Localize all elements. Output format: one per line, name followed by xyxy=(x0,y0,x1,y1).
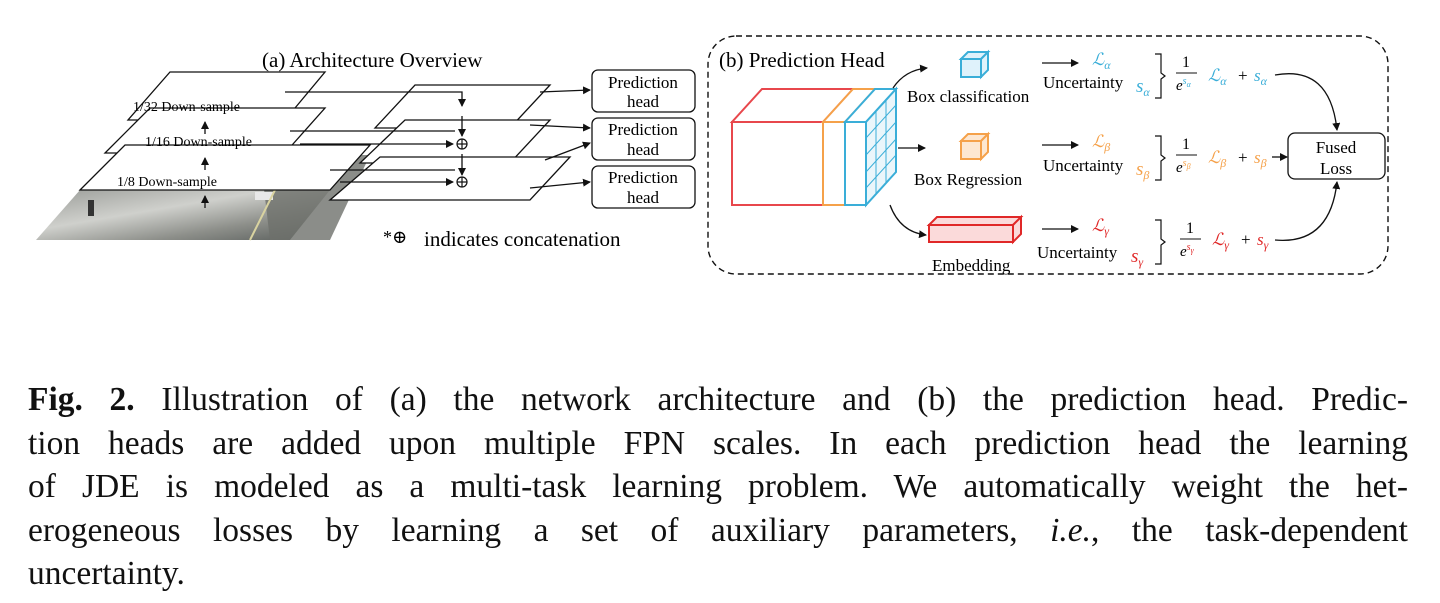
uncertainty-s-gamma: sγ xyxy=(1131,246,1143,269)
cube-icon-orange xyxy=(958,131,991,162)
svg-text:1: 1 xyxy=(1186,220,1194,237)
lateral-connections xyxy=(285,91,466,186)
prediction-head-label: head xyxy=(627,188,660,207)
brackets xyxy=(1155,53,1166,265)
head-arrows xyxy=(529,86,591,189)
fused-arrows xyxy=(1272,73,1341,241)
caption-line: erogeneous losses by learning a set of a… xyxy=(28,511,1018,549)
concat-icon xyxy=(456,138,468,188)
concat-note: indicates concatenation xyxy=(424,227,621,251)
prediction-head-1: Prediction head xyxy=(591,69,696,113)
prediction-head-label: Prediction xyxy=(608,120,678,139)
feature-volume xyxy=(729,86,899,208)
panel-b-title: (b) Prediction Head xyxy=(719,48,885,72)
caption-line: uncertainty. xyxy=(28,555,185,592)
svg-text:1: 1 xyxy=(1182,54,1190,71)
layer-label-16: 1/16 Down-sample xyxy=(145,135,252,150)
branch-label-embedding: Embedding xyxy=(932,256,1011,275)
formula-gamma: 1 esγ ℒγ + sγ xyxy=(1180,220,1269,260)
loss-alpha: ℒα xyxy=(1092,50,1111,72)
uncertainty-label: Uncertainty xyxy=(1037,243,1118,262)
svg-text:sβ: sβ xyxy=(1254,148,1267,170)
svg-text:ℒβ: ℒβ xyxy=(1208,148,1226,170)
embedding-bar-icon xyxy=(926,214,1024,245)
caption-italic: i.e. xyxy=(1050,511,1092,549)
layer-label-32: 1/32 Down-sample xyxy=(133,100,240,115)
panel-b-border xyxy=(707,35,1389,275)
fused-loss-box: Fused Loss xyxy=(1287,132,1386,180)
fpn-layers xyxy=(328,84,572,201)
loss-beta: ℒβ xyxy=(1092,132,1110,154)
uncertainty-s-alpha: sα xyxy=(1136,76,1150,99)
prediction-head-label: Prediction xyxy=(608,73,678,92)
svg-text:sγ: sγ xyxy=(1257,230,1269,252)
svg-text:esα: esα xyxy=(1176,76,1192,94)
prediction-head-2: Prediction head xyxy=(591,117,696,161)
uncertainty-label: Uncertainty xyxy=(1043,73,1124,92)
layer-label-8: 1/8 Down-sample xyxy=(117,175,217,190)
formula-alpha: 1 esα ℒα + sα xyxy=(1176,54,1268,94)
svg-text:+: + xyxy=(1241,230,1251,249)
branch-arrows xyxy=(889,64,928,239)
caption-label: Fig. 2. xyxy=(28,381,135,418)
svg-text:ℒγ: ℒγ xyxy=(1212,230,1229,252)
branch-label-classification: Box classification xyxy=(907,87,1030,106)
svg-text:+: + xyxy=(1238,66,1248,85)
svg-text:esγ: esγ xyxy=(1180,242,1195,260)
caption-line: , the task-dependent xyxy=(1091,511,1408,549)
branch-label-regression: Box Regression xyxy=(914,170,1023,189)
svg-text:ℒα: ℒα xyxy=(1208,66,1227,88)
uncertainty-s-beta: sβ xyxy=(1136,159,1149,182)
caption-line: tion heads are added upon multiple FPN s… xyxy=(28,424,1408,462)
pyramid-layers xyxy=(78,71,372,191)
svg-text:+: + xyxy=(1238,148,1248,167)
prediction-head-3: Prediction head xyxy=(591,165,696,209)
loss-arrows xyxy=(1042,59,1079,233)
concat-symbol: *⊕ xyxy=(383,227,407,247)
caption-line: of JDE is modeled as a multi-task learni… xyxy=(28,468,1408,505)
caption-line: Illustration of (a) the network architec… xyxy=(161,381,1408,418)
uncertainty-label: Uncertainty xyxy=(1043,156,1124,175)
prediction-head-label: head xyxy=(627,140,660,159)
formula-beta: 1 esβ ℒβ + sβ xyxy=(1176,136,1267,176)
cube-icon xyxy=(958,49,991,80)
loss-gamma: ℒγ xyxy=(1092,216,1109,238)
svg-text:sα: sα xyxy=(1254,66,1268,88)
figure-caption: Fig. 2. Illustration of (a) the network … xyxy=(28,378,1408,596)
svg-text:esβ: esβ xyxy=(1176,158,1191,176)
prediction-head-label: head xyxy=(627,92,660,111)
architecture-figure: (a) Architecture Overview 1/32 Down-samp… xyxy=(36,35,1389,275)
prediction-head-label: Prediction xyxy=(608,168,678,187)
svg-text:1: 1 xyxy=(1182,136,1190,153)
fused-loss-label: Loss xyxy=(1320,159,1352,178)
fused-loss-label: Fused xyxy=(1316,138,1357,157)
panel-a-title: (a) Architecture Overview xyxy=(262,48,483,72)
